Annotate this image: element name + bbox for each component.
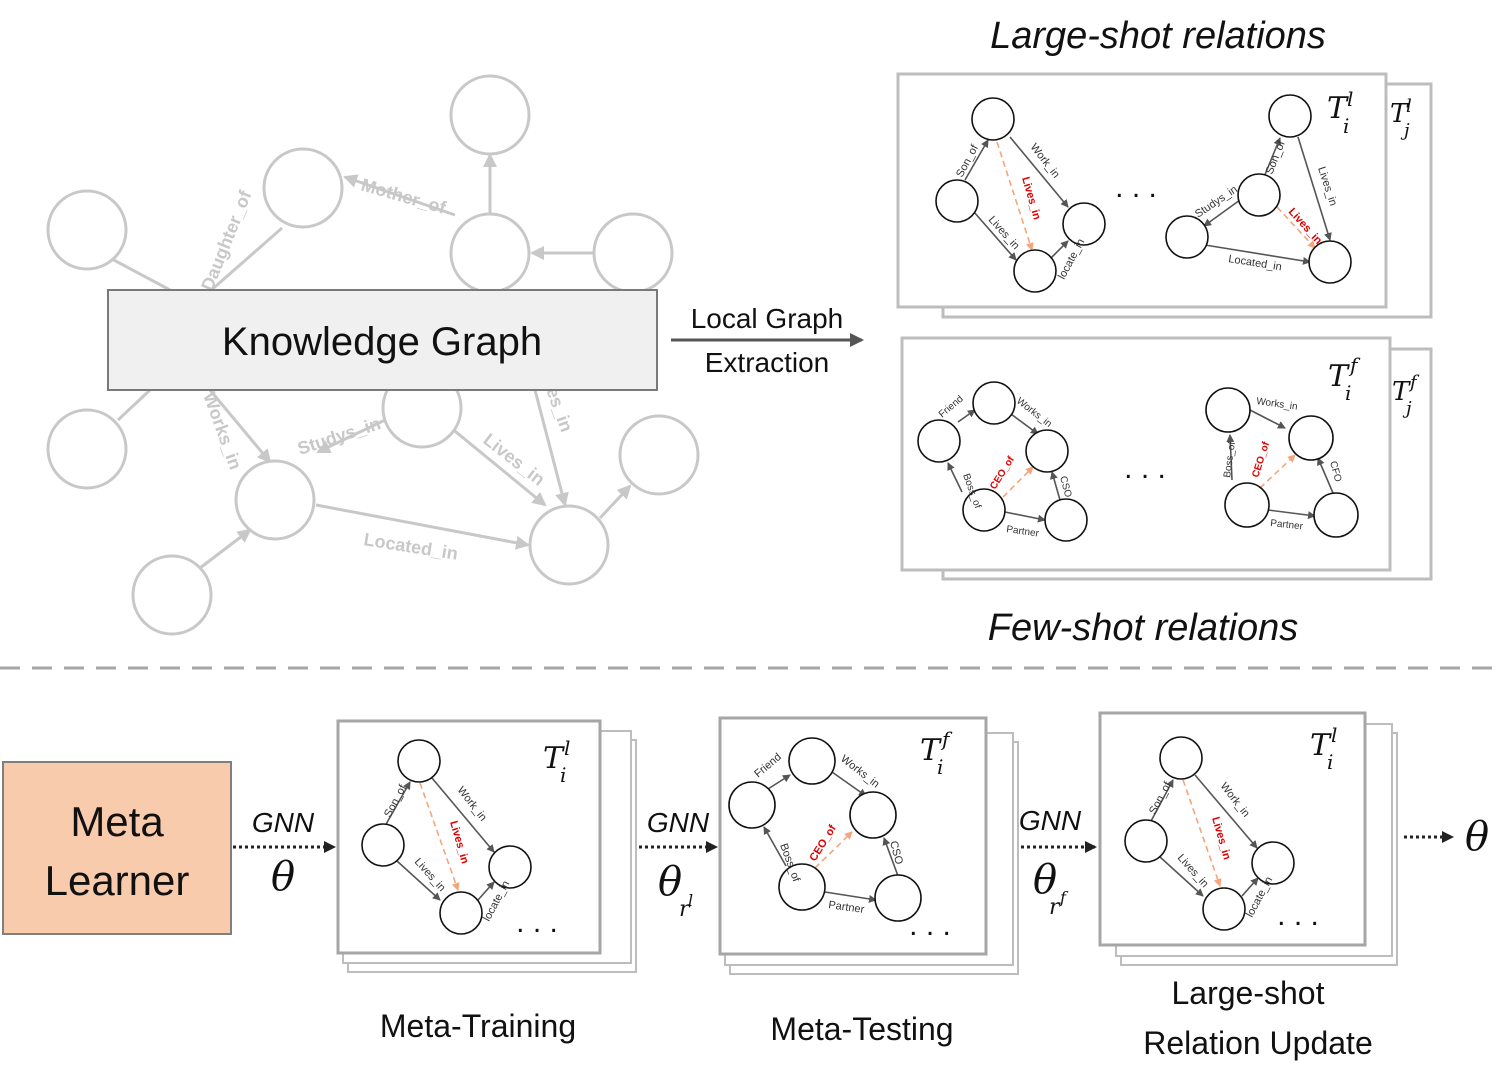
extraction-label-line2: Extraction — [705, 347, 830, 378]
knowledge-graph-box — [107, 289, 658, 391]
fs-right-partner: Partner — [1270, 518, 1304, 532]
relation-update-stack: T i l . . . Son_of Work_in Lives_in Live… — [1098, 711, 1398, 966]
step3-sup: f — [1059, 888, 1069, 907]
knowledge-graph-background — [109, 153, 632, 570]
mt-ellipsis: . . . — [516, 906, 558, 939]
large-shot-back-sub: j — [1400, 120, 1410, 141]
final-theta: θ — [1465, 814, 1489, 860]
step1-theta: θ — [271, 854, 295, 900]
large-shot-front-sup: l — [1347, 87, 1353, 111]
fs-right-boss-of: Boss_of — [1222, 441, 1238, 479]
meta-testing-label: Meta-Testing — [770, 1011, 953, 1047]
fs-left-cso: CSO — [1057, 475, 1073, 499]
few-shot-ellipsis: . . . — [1124, 452, 1166, 485]
step2-sub: r — [679, 897, 691, 922]
upd-ellipsis: . . . — [1277, 899, 1319, 932]
upd-sup: l — [1331, 723, 1337, 747]
fs-left-partner: Partner — [1006, 524, 1041, 540]
kg-edge-works-in: Works_in — [199, 390, 245, 473]
mtest-T: T — [920, 733, 942, 768]
upd-sub: i — [1327, 750, 1333, 774]
few-shot-back-sub: j — [1402, 398, 1412, 419]
relation-update-label-line1: Large-shot — [1172, 975, 1325, 1011]
few-shot-back-T: T — [1392, 377, 1411, 407]
step2-sup: l — [688, 891, 693, 910]
heading-large-shot: Large-shot relations — [990, 15, 1326, 57]
kg-edge-located-in: Located_in — [362, 529, 459, 564]
meta-learner-line2: Learner — [45, 857, 190, 904]
large-shot-front-T: T — [1327, 91, 1349, 126]
upd-T: T — [1310, 728, 1332, 763]
step3-gnn: GNN — [1019, 805, 1082, 836]
meta-learner-box — [2, 761, 232, 935]
large-shot-front-sub: i — [1343, 114, 1349, 138]
meta-learner-line1: Meta — [70, 798, 164, 845]
large-shot-back-sup: l — [1406, 96, 1412, 117]
fs-right-cfo: CFO — [1327, 460, 1343, 483]
large-shot-panel: T j l T i l . . . Son_of Work_in Lives_i… — [896, 72, 1433, 319]
mt-sup: l — [564, 736, 570, 760]
large-shot-back-T: T — [1390, 99, 1409, 129]
mt-T: T — [543, 741, 565, 776]
mtest-sub: i — [937, 755, 943, 779]
step2-gnn: GNN — [647, 807, 710, 838]
step1-gnn: GNN — [252, 807, 315, 838]
mt-sub: i — [560, 763, 566, 787]
few-shot-front-T: T — [1328, 359, 1350, 394]
large-shot-ellipsis: . . . — [1115, 171, 1157, 204]
meta-training-stack: T i l . . . Son_of Work_in Lives_in Live… — [336, 719, 637, 973]
mtest-partner: Partner — [828, 899, 866, 916]
kg-edge-mother-of: Mother_of — [359, 175, 449, 218]
step2-theta: θ — [658, 859, 682, 905]
meta-testing-stack: T i f . . . Friend Works_in Boss_of CEO_… — [718, 716, 1019, 975]
step3-theta: θ — [1033, 857, 1057, 903]
step3-sub: r — [1049, 895, 1061, 920]
few-shot-panel: T j f T i f . . . Friend Works_in B — [900, 336, 1433, 581]
kg-edge-studys-in: Studys_in — [295, 413, 383, 459]
extraction-label-line1: Local Graph — [691, 303, 844, 334]
knowledge-graph-label: Knowledge Graph — [222, 320, 542, 364]
relation-update-label-line2: Relation Update — [1143, 1025, 1372, 1061]
few-shot-front-sub: i — [1345, 381, 1351, 405]
kg-edge-lives-in-partial: es_in — [542, 385, 577, 435]
mtest-ellipsis: . . . — [909, 909, 951, 942]
heading-few-shot: Few-shot relations — [988, 607, 1298, 649]
meta-training-label: Meta-Training — [380, 1008, 576, 1044]
